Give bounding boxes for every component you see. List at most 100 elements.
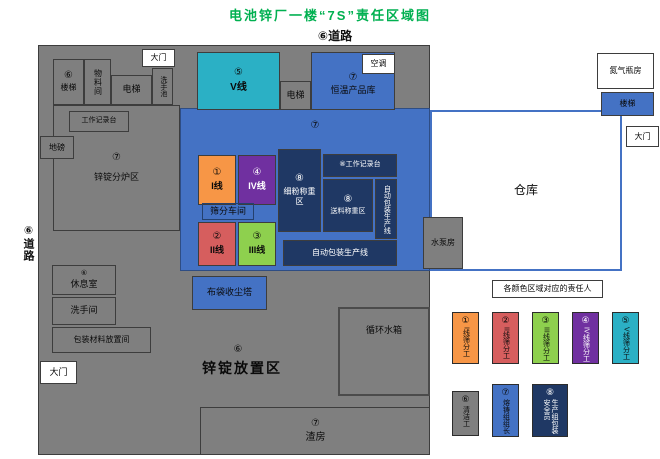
gate-right: 大门 [626, 126, 659, 147]
legend-item-line5-label: V线筛分工 [622, 327, 630, 360]
circulating-water-tank: 循环水箱 [338, 307, 430, 396]
screening-workshop-label: 筛分车间 [209, 205, 246, 216]
auto-packing-line-vertical: 自动包装生产线 [375, 179, 397, 239]
fine-powder-weigh-number: ⑧ [295, 173, 304, 184]
ingot-area-number-text: ⑥ [233, 344, 243, 355]
materials-room: 物料间 [84, 59, 111, 105]
stairs-top-left-label: 楼梯 [60, 83, 77, 92]
dust-collection-tower: 布袋收尘塔 [192, 276, 267, 310]
line-1-area: ① I线 [198, 155, 236, 205]
gate-top-label: 大门 [150, 53, 167, 62]
warehouse-label: 仓库 [513, 183, 538, 197]
packing-material-room: 包装材料放置间 [52, 327, 151, 353]
stairs-top-left: ⑥ 楼梯 [53, 59, 84, 105]
slag-room-label: 渣房 [305, 431, 326, 443]
weighbridge: 地磅 [40, 136, 74, 159]
rest-room-label: 休息室 [70, 278, 98, 289]
line-1-label: I线 [211, 180, 223, 191]
legend-item-line2-label: II线筛分工 [502, 327, 510, 359]
screening-workshop: 筛分车间 [202, 203, 254, 220]
legend-item-line3: ③ III线筛分工 [532, 312, 559, 364]
auto-packing-line: 自动包装生产线 [283, 240, 397, 266]
legend-item-line5-number: ⑤ [621, 315, 630, 325]
legend-item-cleaner-label: 清洁工 [462, 406, 470, 427]
line-4-area: ④ IV线 [238, 155, 276, 205]
line-2-label: II线 [209, 244, 224, 255]
legend-item-line1: ① I线筛分工 [452, 312, 479, 364]
legend-title-text: 各颜色区域对应的责任人 [503, 284, 592, 293]
weighbridge-label: 地磅 [49, 142, 65, 152]
feed-weigh-label: 送料称重区 [330, 207, 366, 215]
legend-item-line2: ② II线筛分工 [492, 312, 519, 364]
legend-item-line4-label: IV线筛分工 [582, 327, 590, 362]
auto-packing-line-vertical-label: 自动包装生产线 [383, 184, 391, 234]
page-title: 电池锌厂一楼“7S”责任区域图 [229, 8, 431, 23]
washroom-label: 洗手间 [70, 305, 98, 316]
road-label-top: ⑥道路 [317, 29, 353, 43]
pump-room-label: 水泵房 [431, 238, 455, 247]
work-record-station-2-number: ⑧ [339, 161, 346, 169]
work-record-station-2-label: 工作记录台 [345, 161, 381, 169]
furnace-area: ⑦ 锌锭分炉区 [53, 105, 180, 231]
ac-room-label: 空调 [370, 59, 387, 68]
legend-item-line4-number: ④ [581, 315, 590, 325]
fine-powder-weigh-area: ⑧ 细粉称重区 [278, 149, 321, 232]
wash-pool-label: 洗手池 [159, 76, 167, 97]
zone-blue-number-text: ⑦ [310, 120, 320, 131]
legend-item-line1-label: I线筛分工 [462, 327, 470, 357]
legend-item-cleaner-number: ⑥ [461, 394, 470, 404]
line-3-area: ③ III线 [238, 222, 276, 266]
gate-right-label: 大门 [634, 131, 651, 141]
line-2-area: ② II线 [198, 222, 236, 266]
furnace-area-label: 锌锭分炉区 [93, 171, 139, 182]
circulating-water-tank-label: 循环水箱 [365, 325, 402, 335]
legend-item-cleaner: ⑥ 清洁工 [452, 391, 479, 436]
legend-item-line4: ④ IV线筛分工 [572, 312, 599, 364]
furnace-area-number: ⑦ [112, 151, 121, 163]
elevator-2: 电梯 [280, 81, 311, 110]
work-record-station-1-label: 工作记录台 [81, 117, 117, 125]
temp-product-warehouse-number: ⑦ [348, 72, 358, 84]
feed-weigh-number: ⑧ [343, 193, 353, 205]
line-4-number: ④ [252, 166, 262, 178]
legend-item-line3-label: III线筛分工 [542, 327, 550, 361]
slag-room: ⑦ 渣房 [200, 407, 430, 455]
legend-item-line5: ⑤ V线筛分工 [612, 312, 639, 364]
rest-room-number: ⑥ [80, 270, 88, 277]
legend-item-packing-safety-number: ⑧ [545, 387, 555, 397]
elevator-1: 电梯 [111, 75, 152, 105]
work-record-station-1: 工作记录台 [69, 111, 129, 132]
line-4-label: IV线 [248, 180, 266, 191]
nitrogen-room-label: 氮气瓶房 [609, 66, 642, 75]
wash-pool: 洗手池 [152, 68, 173, 105]
ingot-area-number: ⑥ [228, 343, 248, 357]
legend-title: 各颜色区域对应的责任人 [492, 280, 603, 298]
v-line-area: ⑤ V线 [197, 52, 280, 110]
v-line-label: V线 [230, 81, 247, 93]
pump-room: 水泵房 [423, 217, 463, 269]
ingot-area-label: 锌锭放置区 [192, 357, 292, 381]
gate-bottom: 大门 [40, 361, 77, 384]
line-3-label: III线 [248, 244, 266, 255]
line-3-number: ③ [252, 230, 262, 242]
temp-product-warehouse-label: 恒温产品库 [330, 85, 376, 96]
ac-room: 空调 [362, 54, 395, 74]
stairs-top-left-number: ⑥ [64, 70, 73, 81]
elevator-2-label: 电梯 [286, 89, 305, 100]
packing-material-room-label: 包装材料放置间 [73, 335, 130, 344]
legend-item-line3-number: ③ [541, 315, 550, 325]
legend-item-line1-number: ① [461, 315, 470, 325]
rest-room: ⑥ 休息室 [52, 265, 116, 295]
gate-top: 大门 [142, 49, 175, 67]
gate-bottom-label: 大门 [49, 366, 68, 377]
legend-item-casting-leader-label: 熔铸组组长 [502, 399, 510, 434]
legend-item-casting-leader-number: ⑦ [501, 387, 510, 397]
nitrogen-room: 氮气瓶房 [597, 53, 654, 89]
stairs-right: 楼梯 [601, 92, 654, 116]
stairs-right-label: 楼梯 [619, 99, 636, 108]
ingot-area-label-text: 锌锭放置区 [202, 360, 282, 377]
line-2-number: ② [212, 230, 222, 242]
feed-weigh-area: ⑧ 送料称重区 [323, 179, 373, 232]
work-record-station-2: ⑧ 工作记录台 [323, 154, 397, 177]
